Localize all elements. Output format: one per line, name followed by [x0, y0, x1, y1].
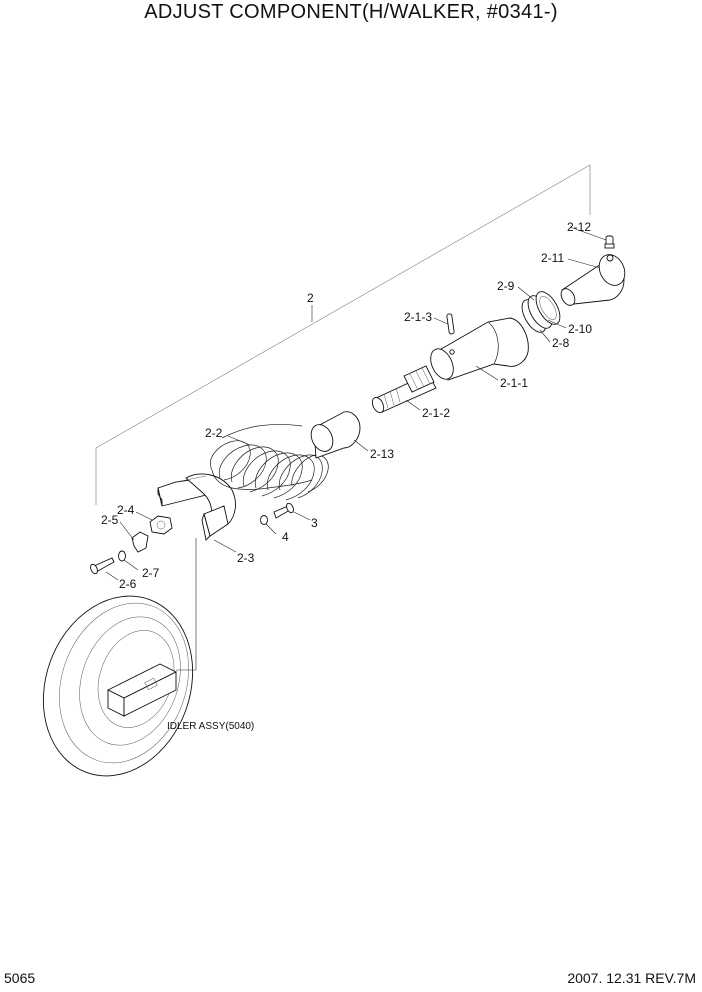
bolt-3 [273, 502, 294, 519]
idler-wheel [42, 538, 197, 777]
page-number: 5065 [4, 970, 36, 986]
callout-2-3: 2-3 [237, 551, 255, 565]
grease-pin [446, 313, 455, 335]
callout-2-7: 2-7 [142, 566, 160, 580]
callout-2-9: 2-9 [497, 279, 515, 293]
callout-2-1-3: 2-1-3 [404, 310, 432, 324]
grease-valve [560, 254, 626, 306]
page-title: ADJUST COMPONENT(H/WALKER, #0341-) [144, 1, 558, 23]
callout-2-6: 2-6 [119, 577, 137, 591]
callout-2-1-2: 2-1-2 [422, 406, 450, 420]
callout-2-13: 2-13 [370, 447, 394, 461]
callout-2-10: 2-10 [568, 322, 592, 336]
callout-labels: 2 2-12 2-11 2-9 2-10 2-8 2-1-3 2-1-1 2-1… [101, 220, 592, 732]
recoil-spring [210, 424, 329, 501]
assembly-bracket [95, 164, 591, 505]
callout-3: 3 [311, 516, 318, 530]
leader-lines [105, 226, 607, 581]
lock-plate [131, 531, 149, 553]
callout-4: 4 [282, 530, 289, 544]
callout-2-2: 2-2 [205, 426, 223, 440]
washer-2-7 [118, 550, 126, 562]
callout-2-12: 2-12 [567, 220, 591, 234]
grease-fitting [604, 235, 615, 249]
callout-2-1-1: 2-1-1 [500, 376, 528, 390]
idler-assy-note: IDLER ASSY(5040) [167, 721, 254, 732]
callout-2-11: 2-11 [541, 251, 564, 265]
seal-rings [521, 291, 561, 333]
revision-info: 2007. 12.31 REV.7M [567, 970, 696, 986]
yoke-bracket [157, 473, 236, 541]
callout-2: 2 [307, 291, 314, 305]
nut [149, 515, 173, 535]
bolt-2-6 [90, 557, 115, 575]
washer-4 [260, 515, 268, 525]
cylinder-spacer [310, 411, 361, 459]
callout-2-4: 2-4 [117, 503, 135, 517]
piston-rod [371, 365, 437, 414]
cylinder-body [430, 317, 529, 381]
callout-2-5: 2-5 [101, 513, 119, 527]
callout-2-8: 2-8 [552, 336, 570, 350]
